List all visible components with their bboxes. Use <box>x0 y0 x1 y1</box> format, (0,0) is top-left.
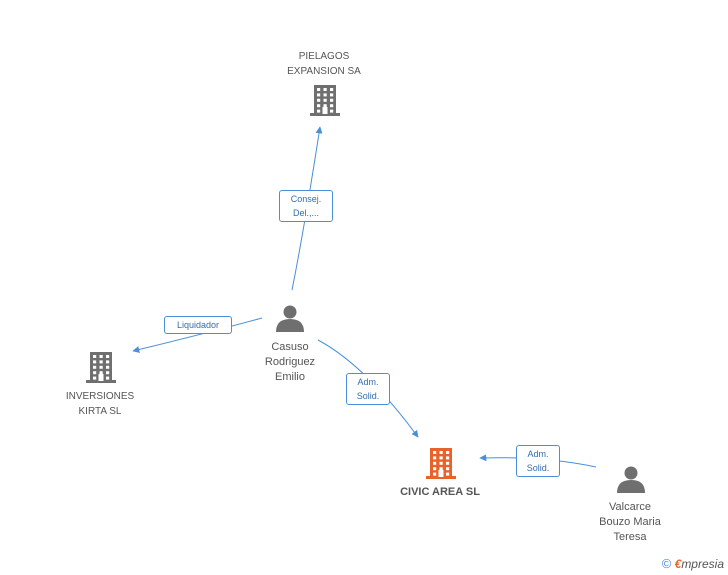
edge-label-line: Solid. <box>526 463 550 473</box>
edge-label-line: Adm. <box>357 377 379 387</box>
building-icon[interactable] <box>310 85 340 116</box>
node-label-line: CIVIC AREA SL <box>400 486 480 498</box>
person-icon[interactable] <box>617 466 645 494</box>
node-label-line: Teresa <box>613 531 647 543</box>
node-label-inversiones[interactable]: INVERSIONES KIRTA SL <box>40 389 160 419</box>
building-icon[interactable] <box>426 448 456 479</box>
node-label-casuso[interactable]: Casuso Rodriguez Emilio <box>240 340 340 385</box>
edge-label-liquidador[interactable]: Liquidador <box>164 316 232 334</box>
node-label-line: KIRTA SL <box>78 406 122 417</box>
node-label-line: Bouzo Maria <box>599 516 661 528</box>
edge-label-line: Del.,... <box>292 208 319 218</box>
node-label-line: EXPANSION SA <box>287 66 361 77</box>
brand-name: mpresia <box>681 557 724 571</box>
node-label-line: Valcarce <box>609 501 651 513</box>
edge-casuso-to-inversiones <box>132 317 263 353</box>
copyright-icon: © <box>661 556 672 571</box>
edge-label-line: Solid. <box>356 391 380 401</box>
edge-label-line: Consej. <box>290 194 322 204</box>
node-label-valcarce[interactable]: Valcarce Bouzo Maria Teresa <box>580 500 680 545</box>
icons-layer <box>86 85 645 493</box>
node-label-line: Emilio <box>275 371 305 383</box>
brand-initial: € <box>674 557 682 571</box>
empresia-watermark: © €mpresia <box>662 556 724 571</box>
building-icon[interactable] <box>86 352 116 383</box>
node-label-pielagos[interactable]: PIELAGOS EXPANSION SA <box>262 49 386 79</box>
edge-label-adm-solid-valcarce[interactable]: Adm. Solid. <box>516 445 560 477</box>
node-label-line: PIELAGOS <box>298 51 350 62</box>
edge-label-line: Adm. <box>527 449 549 459</box>
edge-label-adm-solid-casuso[interactable]: Adm. Solid. <box>346 373 390 405</box>
edge-label-line: Liquidador <box>176 320 220 330</box>
node-label-line: Rodriguez <box>264 356 316 368</box>
edges-layer <box>132 126 597 468</box>
edge-label-consejero[interactable]: Consej. Del.,... <box>279 190 333 222</box>
node-label-civic-area[interactable]: CIVIC AREA SL <box>378 485 502 500</box>
person-icon[interactable] <box>276 305 304 333</box>
node-label-line: Casuso <box>271 341 309 353</box>
node-label-line: INVERSIONES <box>65 391 135 402</box>
